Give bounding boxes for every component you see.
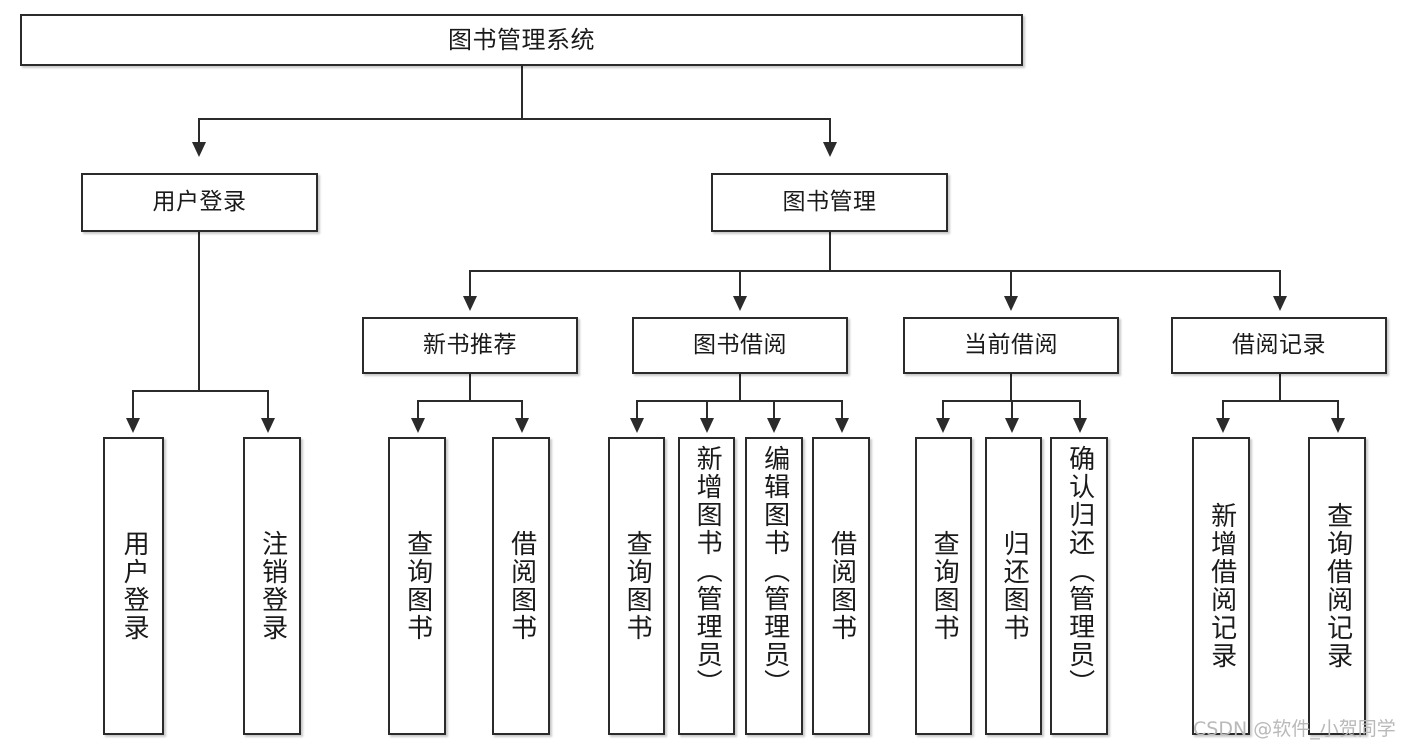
connector-book-borrow-drop-3 [773, 400, 775, 420]
node-label: 查询图书 [622, 530, 653, 642]
node-root-book-management-system[interactable]: 图书管理系统 [20, 14, 1023, 66]
arrowhead-leaf-query-book-1 [411, 418, 425, 433]
connector-level2-drop-book-management [829, 118, 831, 146]
node-label: 图书管理 [782, 188, 877, 215]
connector-new-book-bus [417, 400, 521, 402]
connector-borrow-record-bus [1222, 400, 1337, 402]
node-new-book-recommend[interactable]: 新书推荐 [362, 317, 578, 374]
connector-current-borrow-bus [942, 400, 1079, 402]
node-label: 注销登录 [257, 530, 288, 642]
connector-borrow-record-stem [1279, 374, 1281, 401]
node-label: 当前借阅 [964, 331, 1058, 358]
arrowhead-leaf-user-login [126, 418, 140, 433]
leaf-confirm-return-admin[interactable]: 确认归还（管理员） [1050, 437, 1108, 735]
leaf-query-borrow-record[interactable]: 查询借阅记录 [1308, 437, 1366, 735]
arrowhead-leaf-query-book-2 [630, 418, 644, 433]
arrowhead-user-login [192, 142, 206, 157]
node-label: 新书推荐 [423, 331, 517, 358]
arrowhead-leaf-borrow-book-2 [835, 418, 849, 433]
connector-current-borrow-stem [1010, 374, 1012, 401]
connector-book-borrow-drop-2 [706, 400, 708, 420]
connector-current-borrow-drop-3 [1079, 400, 1081, 420]
connector-level3-drop-book-borrow [739, 270, 741, 298]
node-book-management[interactable]: 图书管理 [711, 173, 948, 232]
connector-level2-drop-user-login [198, 118, 200, 146]
leaf-add-book-admin[interactable]: 新增图书（管理员） [678, 437, 735, 735]
connector-user-login-bus [132, 390, 267, 392]
connector-borrow-record-drop-2 [1337, 400, 1339, 420]
node-label: 借阅图书 [506, 530, 537, 642]
arrowhead-leaf-add-record [1216, 418, 1230, 433]
arrowhead-leaf-query-book-3 [936, 418, 950, 433]
connector-new-book-drop-2 [521, 400, 523, 420]
node-borrow-record[interactable]: 借阅记录 [1171, 317, 1387, 374]
connector-level3-drop-new-book [469, 270, 471, 298]
node-label: 图书借阅 [693, 331, 787, 358]
node-current-borrow[interactable]: 当前借阅 [903, 317, 1119, 374]
watermark-csdn: CSDN @软件_小贺同学 [1193, 718, 1396, 740]
node-label: 用户登录 [119, 530, 150, 642]
arrowhead-leaf-edit-book [767, 418, 781, 433]
node-label: 归还图书 [999, 530, 1030, 642]
leaf-user-login[interactable]: 用户登录 [103, 437, 164, 735]
leaf-return-book[interactable]: 归还图书 [985, 437, 1042, 735]
connector-new-book-stem [469, 374, 471, 401]
arrowhead-leaf-borrow-book-1 [515, 418, 529, 433]
node-book-borrow[interactable]: 图书借阅 [632, 317, 848, 374]
node-label: 查询借阅记录 [1322, 502, 1353, 670]
leaf-query-book-new-recommend[interactable]: 查询图书 [388, 437, 446, 735]
connector-current-borrow-drop-1 [942, 400, 944, 420]
leaf-borrow-book-new-recommend[interactable]: 借阅图书 [492, 437, 550, 735]
node-user-login[interactable]: 用户登录 [81, 173, 318, 232]
node-label: 确认归还（管理员） [1064, 445, 1095, 697]
arrowhead-leaf-return-book [1005, 418, 1019, 433]
leaf-add-borrow-record[interactable]: 新增借阅记录 [1192, 437, 1250, 735]
leaf-logout[interactable]: 注销登录 [243, 437, 301, 735]
connector-level3-drop-borrow-record [1279, 270, 1281, 298]
connector-user-login-drop-1 [132, 390, 134, 420]
connector-user-login-stem [198, 232, 200, 391]
node-label: 新增借阅记录 [1206, 502, 1237, 670]
connector-new-book-drop-1 [417, 400, 419, 420]
connector-level2-bus [198, 118, 831, 120]
connector-user-login-drop-2 [267, 390, 269, 420]
connector-book-borrow-bus [636, 400, 842, 402]
connector-book-borrow-stem [739, 374, 741, 401]
connector-book-borrow-drop-1 [636, 400, 638, 420]
leaf-edit-book-admin[interactable]: 编辑图书（管理员） [745, 437, 803, 735]
leaf-query-book-borrow[interactable]: 查询图书 [608, 437, 665, 735]
connector-book-management-stem [829, 232, 831, 270]
arrowhead-leaf-add-book [700, 418, 714, 433]
connector-root-stem [521, 66, 523, 118]
node-label: 用户登录 [152, 188, 247, 215]
arrowhead-borrow-record [1273, 296, 1287, 311]
node-label: 借阅图书 [826, 530, 857, 642]
arrowhead-new-book-recommend [463, 296, 477, 311]
node-label: 借阅记录 [1232, 331, 1326, 358]
leaf-query-book-current[interactable]: 查询图书 [915, 437, 972, 735]
node-label: 新增图书（管理员） [692, 445, 723, 697]
node-label: 图书管理系统 [448, 25, 595, 54]
arrowhead-book-borrow [733, 296, 747, 311]
arrowhead-leaf-query-record [1331, 418, 1345, 433]
leaf-borrow-book-borrow[interactable]: 借阅图书 [812, 437, 870, 735]
connector-level3-bus [469, 270, 1280, 272]
connector-current-borrow-drop-2 [1011, 400, 1013, 420]
arrowhead-leaf-logout [261, 418, 275, 433]
arrowhead-leaf-confirm-return [1073, 418, 1087, 433]
connector-borrow-record-drop-1 [1222, 400, 1224, 420]
node-label: 编辑图书（管理员） [759, 445, 790, 697]
connector-book-borrow-drop-4 [841, 400, 843, 420]
arrowhead-book-management [823, 142, 837, 157]
node-label: 查询图书 [929, 530, 960, 642]
arrowhead-current-borrow [1004, 296, 1018, 311]
connector-level3-drop-current-borrow [1010, 270, 1012, 298]
node-label: 查询图书 [402, 530, 433, 642]
